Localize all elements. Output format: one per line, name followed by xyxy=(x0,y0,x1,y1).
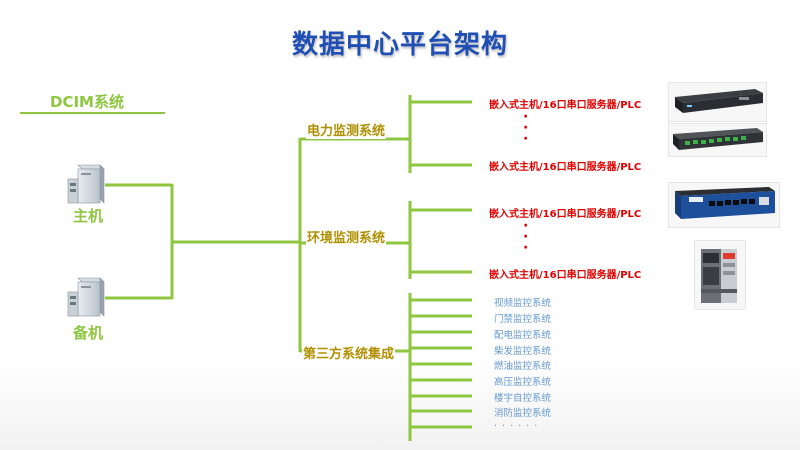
power-ellipsis: ··· xyxy=(523,109,529,147)
third-party-more: · · · · · · xyxy=(494,421,539,432)
environment-system-label: 环境监测系统 xyxy=(306,227,387,246)
backup-host-label: 备机 xyxy=(73,324,104,342)
third-party-item: 门禁监控系统 xyxy=(494,314,552,325)
environment-ellipsis: ··· xyxy=(523,218,529,256)
dcim-underline xyxy=(20,112,165,114)
serial-server-image xyxy=(668,123,767,157)
third-party-item: 楼宇自控系统 xyxy=(494,393,552,404)
dcim-label: DCIM系统 xyxy=(50,93,124,111)
environment-device-label-2: 嵌入式主机/16口串口服务器/PLC xyxy=(489,270,642,281)
third-party-item: 消防监控系统 xyxy=(494,408,552,419)
backup-server-icon xyxy=(67,277,105,317)
third-party-item: 柴发监控系统 xyxy=(494,346,552,357)
third-party-item: 配电监控系统 xyxy=(494,330,552,341)
power-device-label-1: 嵌入式主机/16口串口服务器/PLC xyxy=(489,100,642,111)
power-device-label-2: 嵌入式主机/16口串口服务器/PLC xyxy=(489,162,642,173)
third-party-system-label: 第三方系统集成 xyxy=(302,343,396,362)
page-title: 数据中心平台架构 xyxy=(291,30,508,60)
third-party-item: 视频监控系统 xyxy=(494,298,552,309)
main-host-label: 主机 xyxy=(73,207,104,225)
power-system-label: 电力监测系统 xyxy=(306,120,387,139)
environment-device-label-1: 嵌入式主机/16口串口服务器/PLC xyxy=(489,209,642,220)
network-switch-image xyxy=(668,182,780,228)
third-party-item: 燃油监控系统 xyxy=(494,361,552,372)
rack-server-image xyxy=(668,82,767,122)
plc-module-image xyxy=(694,240,746,310)
main-server-icon xyxy=(67,164,105,204)
third-party-item: 高压监控系统 xyxy=(494,377,552,388)
